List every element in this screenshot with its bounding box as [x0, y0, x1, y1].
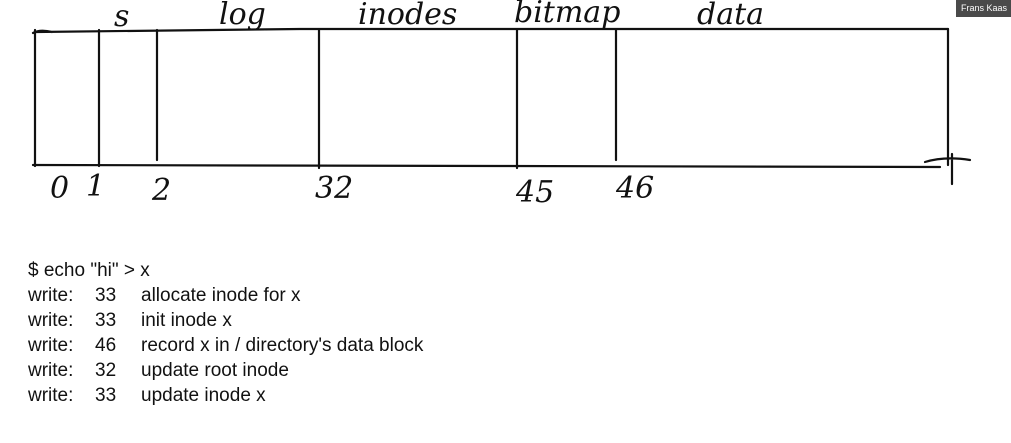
trace-block-number: 32	[95, 360, 117, 381]
trace-line: write: 33 init inode x	[28, 308, 423, 333]
region-label-superblock: s	[114, 0, 129, 34]
trace-op: write:	[28, 285, 74, 306]
trace-op: write:	[28, 310, 74, 331]
trace-description: init inode x	[141, 310, 232, 331]
disk-layout-diagram: s log inodes bitmap data 0 1 2 32 45 46	[31, 0, 972, 210]
region-label-inodes: inodes	[358, 0, 457, 32]
disk-top-edge	[31, 27, 950, 35]
trace-op: write:	[28, 335, 74, 356]
trace-block-number: 33	[95, 310, 117, 331]
region-label-bitmap: bitmap	[514, 0, 620, 30]
block-number-32: 32	[315, 171, 353, 206]
trace-line: write: 32 update root inode	[28, 358, 423, 383]
block-number-46: 46	[615, 171, 654, 206]
disk-bottom-edge	[31, 163, 942, 169]
trace-block-number: 33	[95, 385, 117, 406]
trace-op: write:	[28, 360, 74, 381]
trace-block-number: 46	[95, 335, 117, 356]
block-number-0: 0	[50, 171, 69, 206]
trace-description: allocate inode for x	[141, 285, 301, 306]
trace-op: write:	[28, 385, 74, 406]
disk-end-mark	[923, 152, 972, 186]
trace-block-number: 33	[95, 285, 117, 306]
block-number-45: 45	[515, 175, 554, 210]
shell-command: $ echo "hi" > x	[28, 260, 150, 281]
region-label-log: log	[219, 0, 266, 32]
block-number-2: 2	[151, 173, 171, 208]
trace-description: update root inode	[141, 360, 289, 381]
trace-line: write: 46 record x in / directory's data b…	[28, 333, 423, 358]
speaker-name-badge: Frans Kaas	[955, 0, 1011, 17]
trace-description: record x in / directory's data block	[141, 335, 424, 356]
trace-line: write: 33 update inode x	[28, 383, 423, 408]
block-number-1: 1	[86, 169, 105, 204]
write-trace: $ echo "hi" > x write: 33 allocate inode f…	[28, 258, 423, 408]
region-label-data: data	[697, 0, 764, 32]
trace-description: update inode x	[141, 385, 266, 406]
trace-line: write: 33 allocate inode for x	[28, 283, 423, 308]
